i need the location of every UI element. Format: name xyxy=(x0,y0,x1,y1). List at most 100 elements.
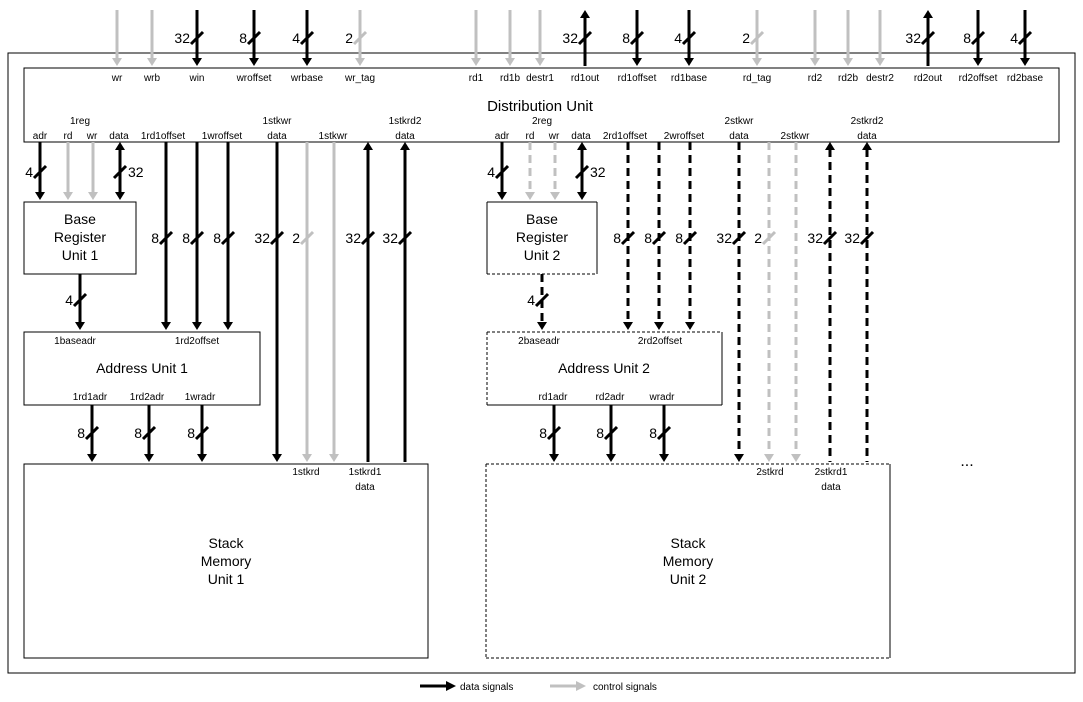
address-unit-2-in-rd2offset: 2rd2offset xyxy=(638,336,683,347)
arrowhead-up-icon xyxy=(400,142,410,150)
top-signal-rd1 xyxy=(471,10,481,66)
unit2-port-wr: wr xyxy=(548,131,560,142)
legend-data-label: data signals xyxy=(460,682,513,693)
arrowhead-down-icon xyxy=(302,58,312,66)
arrowhead-down-icon xyxy=(791,454,801,462)
unit2-stkwr-ctl: 2 xyxy=(754,142,777,462)
arrowhead-down-icon xyxy=(505,58,515,66)
unit1-stkrd-ctl xyxy=(329,142,339,462)
arrowhead-down-icon xyxy=(843,58,853,66)
unit2-port-rd1offset: 2rd1offset xyxy=(603,131,648,142)
bus-width-slash xyxy=(859,230,875,246)
bus-width-label: 4 xyxy=(487,164,495,180)
unit1-reg-adr: 4 xyxy=(25,142,48,200)
unit2-port-data: data xyxy=(571,131,591,142)
arrowhead-up-icon xyxy=(580,10,590,18)
unit2-baseadr: 4 xyxy=(527,274,550,330)
arrowhead-down-icon xyxy=(535,58,545,66)
unit2-stkrd1-data: 32 xyxy=(807,142,838,462)
top-signal-rd_tag: 2 xyxy=(742,10,765,66)
unit2-port-stkrd2-2: data xyxy=(857,131,877,142)
bus-width-slash xyxy=(682,230,698,246)
arrowhead-up-icon xyxy=(862,142,872,150)
arrowhead-down-icon xyxy=(875,58,885,66)
bus-width-label: 8 xyxy=(134,425,142,441)
stack-memory-unit-1 xyxy=(23,463,429,659)
top-signal-rd1offset: 8 xyxy=(622,10,645,66)
top-signal-label-wr_tag: wr_tag xyxy=(344,73,375,84)
bus-width-slash xyxy=(360,230,376,246)
base-register-1-line2: Register xyxy=(54,229,106,245)
base-register-unit-1 xyxy=(23,201,137,275)
unit1-port-wroffset: 1wroffset xyxy=(202,131,243,142)
unit2-rd2adr: 8 xyxy=(596,405,619,462)
unit1-wroffset: 8 xyxy=(213,142,236,330)
bus-width-slash xyxy=(574,164,590,180)
top-signal-label-wrb: wrb xyxy=(143,73,161,84)
unit2-stkwr-data: 32 xyxy=(716,142,747,462)
arrowhead-down-icon xyxy=(112,58,122,66)
bus-width-slash xyxy=(577,30,593,46)
unit1-port-stkwr: 1stkwr xyxy=(319,131,349,142)
stack-memory-1-line2: Memory xyxy=(201,553,252,569)
top-signal-label-rd2out: rd2out xyxy=(914,73,943,84)
arrowhead-down-icon xyxy=(606,454,616,462)
stack-memory-2-line1: Stack xyxy=(670,535,706,551)
address-unit-1-out-rd2adr: 1rd2adr xyxy=(130,392,165,403)
unit2-port-stkwr-data-1: 2stkwr xyxy=(725,116,755,127)
bus-width-slash xyxy=(189,230,205,246)
address-unit-1-out-wradr: 1wradr xyxy=(185,392,216,403)
top-signal-label-wrbase: wrbase xyxy=(290,73,324,84)
address-unit-2-in-baseadr: 2baseadr xyxy=(518,336,560,347)
arrowhead-down-icon xyxy=(223,322,233,330)
bus-width-slash xyxy=(534,292,550,308)
bus-width-label: 2 xyxy=(345,30,353,46)
address-unit-2-out-rd1adr: rd1adr xyxy=(539,392,569,403)
top-signal-label-rd2b: rd2b xyxy=(838,73,858,84)
unit1-port-stkwr-data-1: 1stkwr xyxy=(263,116,293,127)
unit1-port-reg: 1reg xyxy=(70,116,90,127)
arrowhead-up-icon xyxy=(115,142,125,150)
arrowhead-down-icon xyxy=(525,192,535,200)
unit1-stkwr-ctl: 2 xyxy=(292,142,315,462)
stack-memory-unit-2 xyxy=(485,463,891,659)
bus-width-slash xyxy=(603,425,619,441)
bus-width-slash xyxy=(920,30,936,46)
stack-memory-2-line2: Memory xyxy=(663,553,714,569)
address-unit-1-title: Address Unit 1 xyxy=(96,360,188,376)
unit2-rd1offset: 8 xyxy=(613,142,636,330)
arrowhead-down-icon xyxy=(144,454,154,462)
top-signal-label-rd2offset: rd2offset xyxy=(959,73,998,84)
top-signal-wrbase: 4 xyxy=(292,10,315,66)
bus-width-slash xyxy=(656,425,672,441)
distribution-unit-title: Distribution Unit xyxy=(487,98,594,115)
top-signal-label-win: win xyxy=(188,73,204,84)
bus-width-label: 8 xyxy=(77,425,85,441)
top-signal-label-wroffset: wroffset xyxy=(236,73,272,84)
bus-width-label: 2 xyxy=(742,30,750,46)
top-signal-rd2base: 4 xyxy=(1010,10,1033,66)
unit2-reg-wr xyxy=(550,142,560,200)
bus-width-label: 2 xyxy=(292,230,300,246)
bus-width-label: 8 xyxy=(151,230,159,246)
arrowhead-down-icon xyxy=(537,322,547,330)
arrowhead-down-icon xyxy=(35,192,45,200)
stack-memory-1-stkrd: 1stkrd xyxy=(292,467,319,478)
arrowhead-down-icon xyxy=(550,192,560,200)
arrowhead-down-icon xyxy=(654,322,664,330)
bus-width-label: 4 xyxy=(65,292,73,308)
bus-width-slash xyxy=(761,230,777,246)
bus-width-label: 32 xyxy=(382,230,398,246)
top-signal-win: 32 xyxy=(174,10,205,66)
bus-width-slash xyxy=(141,425,157,441)
unit2-reg-data: 32 xyxy=(574,142,606,200)
unit2-port-stkwr: 2stkwr xyxy=(781,131,811,142)
base-register-1-line3: Unit 1 xyxy=(62,247,99,263)
bus-width-slash xyxy=(299,230,315,246)
unit1-port-data: data xyxy=(109,131,129,142)
top-signal-label-rd1b: rd1b xyxy=(500,73,520,84)
bus-width-slash xyxy=(220,230,236,246)
more-units-ellipsis: ... xyxy=(960,453,973,470)
top-signal-rd2b xyxy=(843,10,853,66)
